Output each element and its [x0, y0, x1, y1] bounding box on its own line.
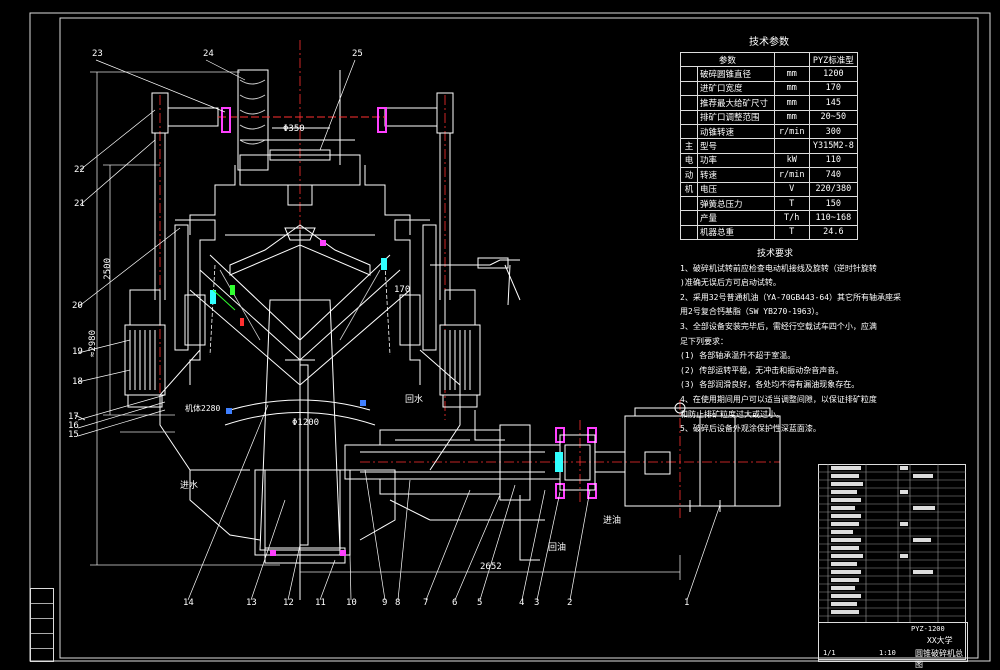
colored-details [210, 240, 563, 556]
callout-3: 3 [534, 598, 540, 608]
callout-21: 21 [74, 199, 85, 209]
note-line: 3、全部设备安装完毕后，需经行空载试车四个小，应满 [680, 321, 877, 331]
mantle [209, 264, 391, 356]
note-line: 4、在使用期间用户可以适当调整间隙，以保证排矿粒度 [680, 394, 877, 404]
dim-d1200: Φ1200 [292, 418, 320, 428]
dim-h2500: 2500 [103, 258, 113, 280]
motor [624, 402, 781, 512]
callout-4: 4 [519, 598, 525, 608]
inner-border [59, 17, 979, 659]
note-line: 用2号复合钙基脂（SW YB270-1963）。 [680, 307, 824, 317]
callout-10: 10 [346, 598, 357, 608]
dim-d350: Φ350 [283, 124, 305, 134]
adjust-handle [430, 257, 521, 306]
note-line: (2) 传部运转平稳，无冲击和振动杂音声音。 [680, 365, 844, 375]
note-line: 1、破碎机试转前应检查电动机接线及旋转（逆时针旋转 [680, 263, 877, 273]
specs-header-param: 参数 [680, 51, 775, 68]
note-line: (3) 各部润滑良好，各处均不得有漏油现象存在。 [680, 380, 860, 390]
springs-left [124, 289, 166, 408]
callout-12: 12 [283, 598, 294, 608]
oil-in-label: 进油 [603, 516, 622, 526]
water-out-label: 回水 [405, 395, 424, 405]
callout-7: 7 [423, 598, 429, 608]
note-line: 2、采用32号普通机油（YA-70GB443-64）其它所有轴承座采 [680, 292, 902, 302]
leader-lines [74, 59, 721, 601]
callout-11: 11 [315, 598, 326, 608]
note-line: )准确无误后方可启动试转。 [680, 278, 781, 288]
parts-list-entries [831, 466, 935, 614]
callout-6: 6 [452, 598, 458, 608]
revision-sidebar [30, 588, 54, 662]
callout-14: 14 [183, 598, 194, 608]
note-line: 足下列要求： [680, 336, 728, 346]
specs-header-value: PYZ标准型 [808, 51, 859, 68]
feed-hopper [189, 69, 411, 235]
note-line: 5、破碎后设备外观涂保护性深蓝面漆。 [680, 424, 821, 434]
countershaft [344, 424, 626, 501]
parts-list [818, 464, 966, 660]
callout-24: 24 [203, 49, 214, 59]
callout-8: 8 [395, 598, 401, 608]
dim-h2980: ≈2980 [88, 330, 98, 358]
callout-2: 2 [567, 598, 573, 608]
dim-w2652: 2652 [480, 562, 502, 572]
callout-20: 20 [72, 301, 83, 311]
callout-13: 13 [246, 598, 257, 608]
callout-16: 16 [68, 421, 79, 431]
oil-pipes [389, 410, 545, 561]
eccentric-assembly [189, 469, 396, 564]
callout-19: 19 [72, 347, 83, 357]
oil-out-label: 回油 [548, 543, 567, 553]
callout-17: 17 [68, 412, 79, 422]
parts-list-grid [818, 464, 966, 622]
technical-notes: 技术要求 1、破碎机试转前应检查电动机接线及旋转（逆时针旋转 )准确无误后方可启… [680, 247, 910, 437]
note-line: (1) 各部轴承温升不超于室温。 [680, 351, 796, 361]
water-in-label: 进水 [180, 481, 199, 491]
housing [159, 219, 461, 471]
callout-5: 5 [477, 598, 483, 608]
specs-header-row: 参数 PYZ标准型 [680, 51, 859, 68]
dim-d170: 170 [394, 285, 411, 295]
callout-18: 18 [72, 377, 83, 387]
notes-title: 技术要求 [756, 249, 793, 259]
callout-15: 15 [68, 430, 79, 440]
crushing-cone [224, 224, 376, 600]
callout-9: 9 [382, 598, 388, 608]
title-scale: 1:10 [879, 649, 896, 657]
title-drawing-no: PYZ-1200 [911, 625, 945, 633]
title-sheet: 1/1 [823, 649, 836, 657]
left-dimensions [90, 71, 280, 566]
springs-right [439, 289, 481, 408]
callout-23: 23 [92, 49, 103, 59]
title-school: XX大学 [927, 636, 953, 645]
outer-border [29, 12, 991, 662]
note-line: 和防止排矿粒度过大或过小。 [680, 409, 784, 419]
callout-25: 25 [352, 49, 363, 59]
body-label: 机体2280 [185, 404, 221, 413]
title-block: PYZ-1200 XX大学 圆锥破碎机总图 1:10 1/1 [818, 622, 968, 669]
callout-1: 1 [684, 598, 690, 608]
specs-title: 技术参数 [749, 37, 789, 48]
callout-22: 22 [74, 165, 85, 175]
bottom-dimension [120, 431, 681, 580]
title-name: 圆锥破碎机总图 [915, 649, 963, 669]
